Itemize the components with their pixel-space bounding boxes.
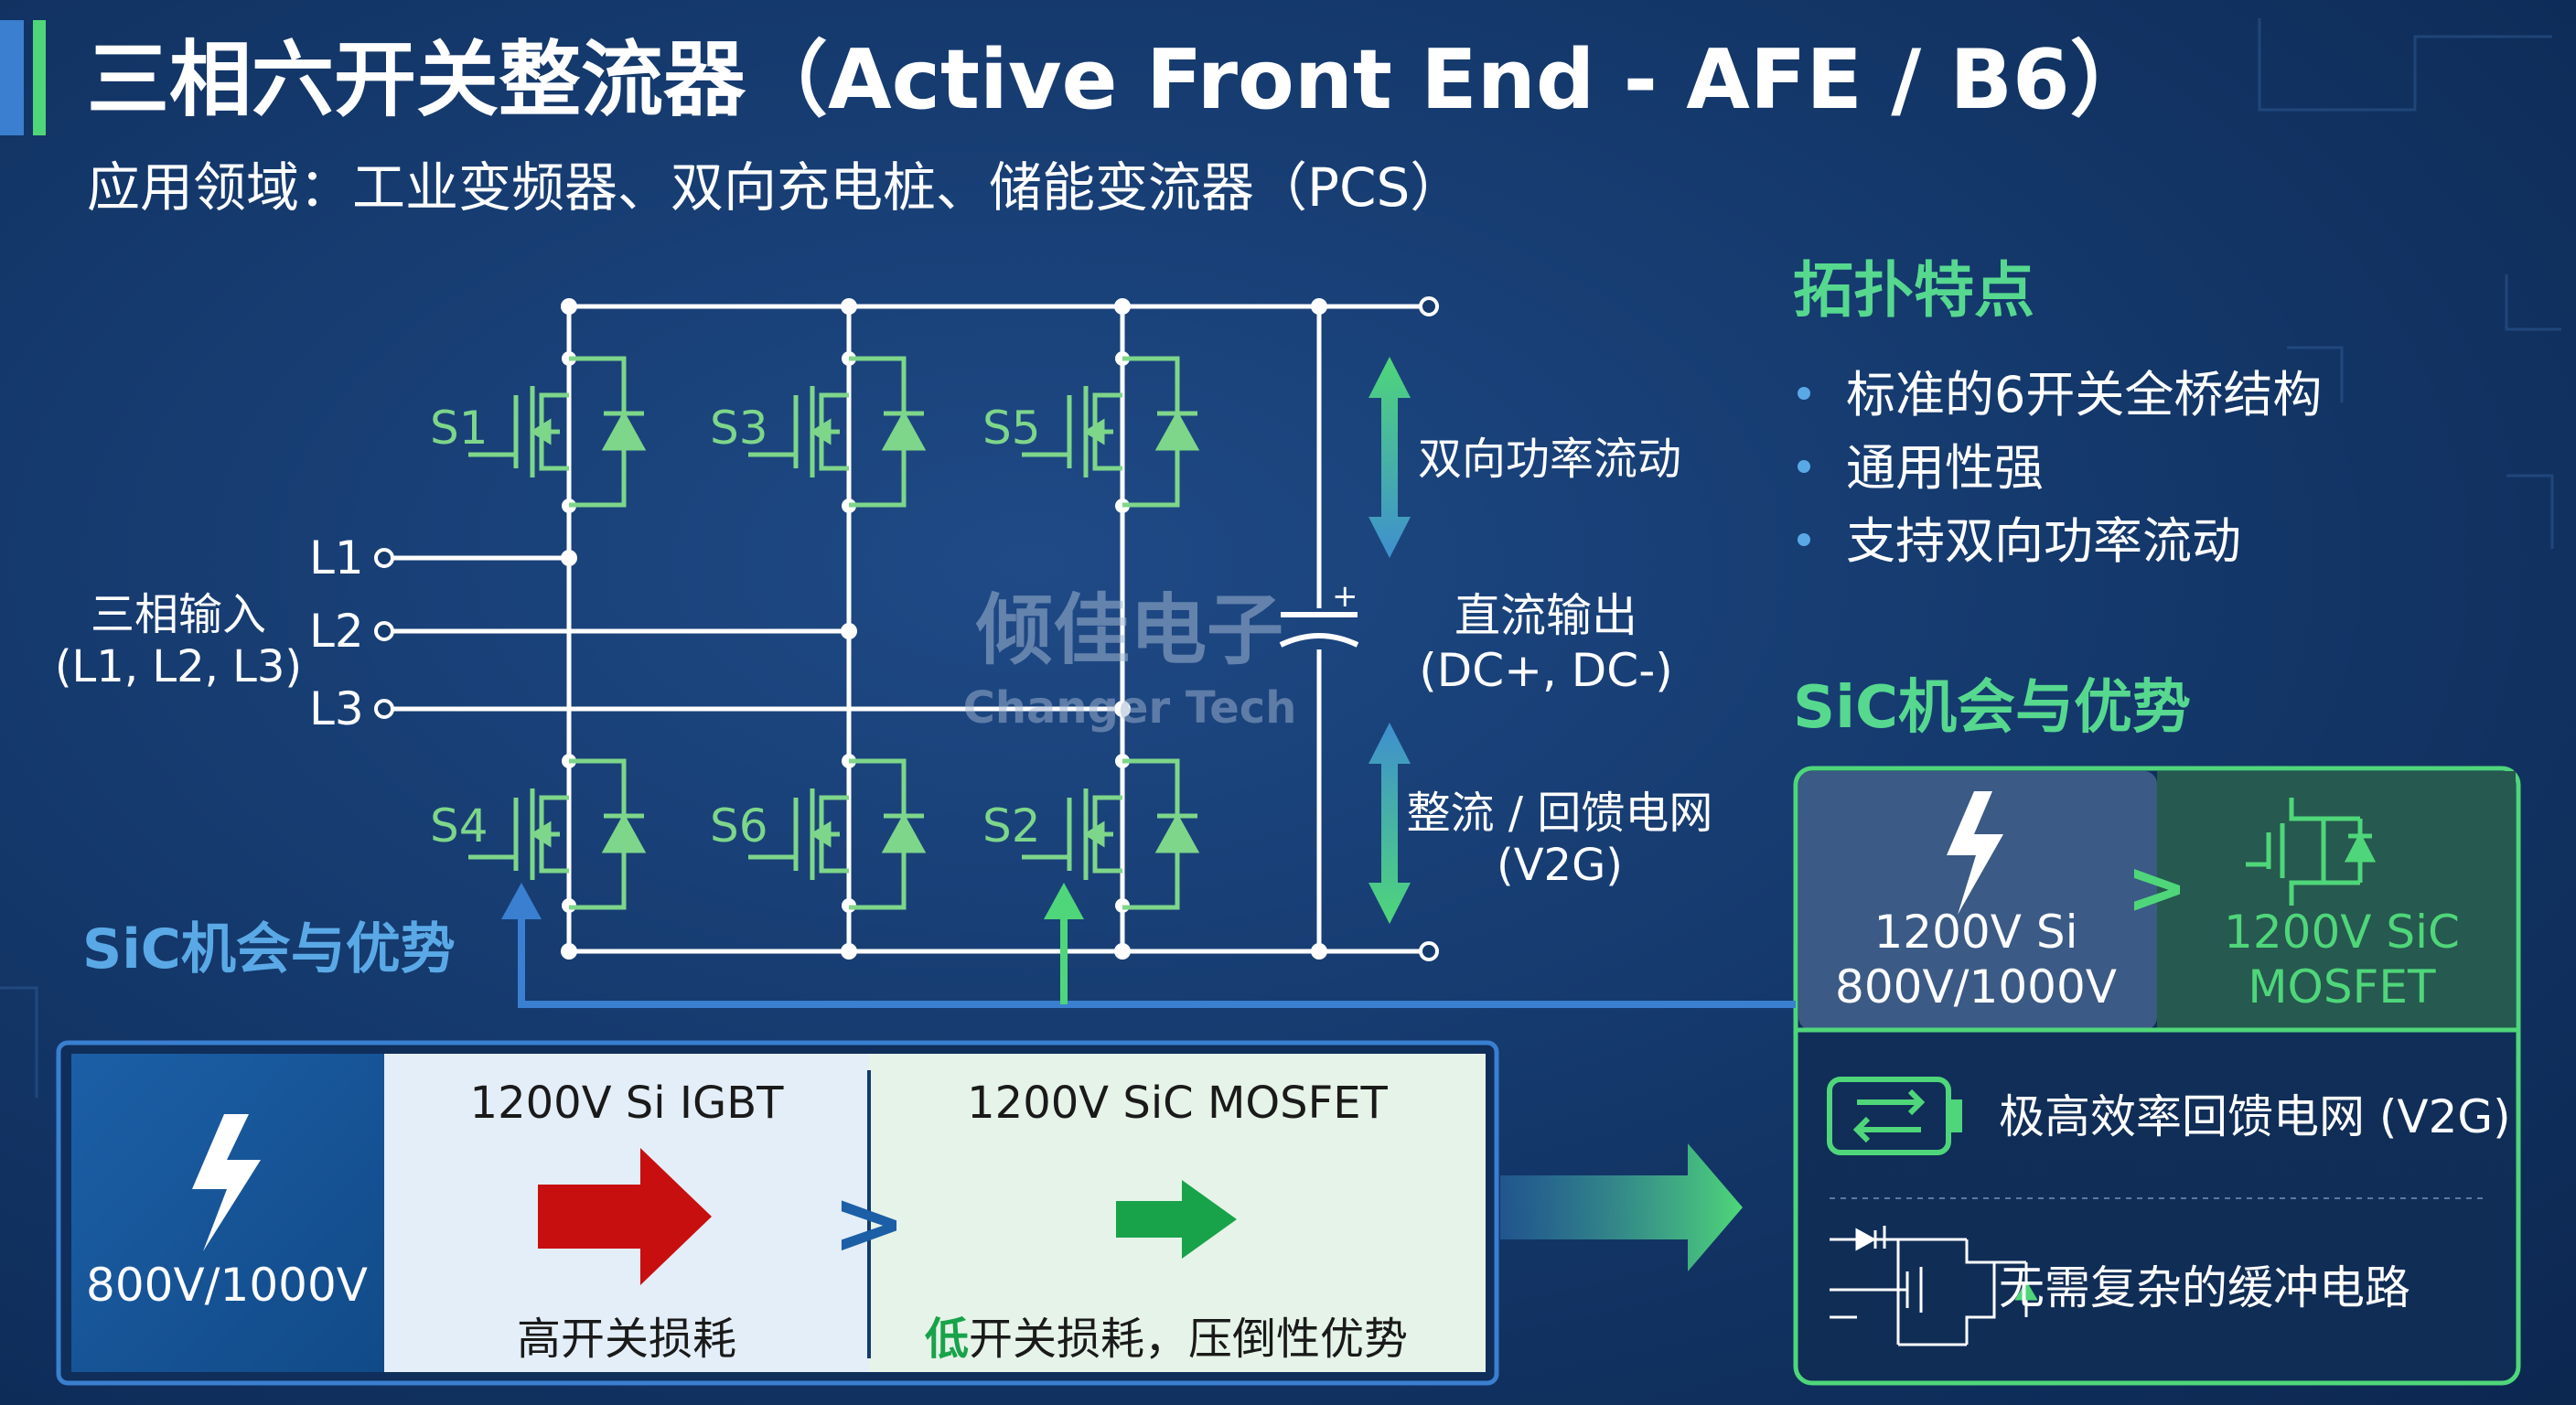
title-accent-bar [0, 20, 24, 135]
sic-bottom-title: SiC机会与优势 [82, 917, 456, 981]
line-label-l2: L2 [309, 605, 364, 658]
mosfet-switch-s4 [468, 758, 647, 910]
dc-plus-terminal [1419, 296, 1439, 316]
output-label: 直流输出 [1454, 589, 1637, 642]
dc-minus-terminal [1419, 941, 1439, 961]
mosfet-switch-s6 [748, 758, 927, 910]
switch-group [468, 356, 1200, 910]
si-label: 1200V Si [1874, 906, 2078, 959]
mosfet-switch-s1 [468, 356, 647, 508]
mosfet-switch-s5 [1022, 356, 1200, 508]
igbt-loss-label: 高开关损耗 [517, 1314, 736, 1365]
l1-terminal [374, 548, 394, 568]
background-lines [0, 18, 2561, 1098]
l3-terminal [374, 699, 394, 719]
switch-label-s5: S5 [982, 402, 1041, 455]
line-label-l3: L3 [309, 682, 364, 735]
feature-item: 支持双向功率流动 [1846, 512, 2241, 570]
output-label-sub: (DC+, DC-) [1419, 644, 1673, 697]
switch-label-s3: S3 [710, 402, 768, 455]
si-voltage-label: 800V/1000V [1835, 960, 2117, 1014]
battery-exchange-icon [1827, 1077, 1962, 1155]
big-flow-arrow [1500, 1143, 1743, 1271]
lightning-icon [1947, 791, 2003, 915]
sic-label: 1200V SiC [2224, 906, 2460, 959]
mosfet-switch-s2 [1022, 758, 1200, 910]
high-loss-arrow [538, 1148, 712, 1285]
page-title: 三相六开关整流器（Active Front End - AFE / B6） [87, 32, 2152, 128]
greater-than-sign: > [2126, 845, 2187, 930]
power-flow-arrow-bottom [1368, 723, 1411, 924]
switch-label-s2: S2 [982, 799, 1041, 853]
capacitor-plus-sign: + [1332, 578, 1358, 615]
power-flow-arrow-top [1368, 357, 1411, 558]
input-label-sub: (L1, L2, L3) [55, 641, 302, 692]
line-label-l1: L1 [309, 531, 364, 585]
greater-than-sign-bottom: > [832, 1172, 906, 1274]
rectify-label: 整流 / 回馈电网 [1407, 788, 1713, 839]
page-subtitle: 应用领域：工业变频器、双向充电桩、储能变流器（PCS） [87, 156, 1463, 219]
snubber-circuit-icon [1830, 1226, 2038, 1346]
mosfet-loss-label: 低开关损耗，压倒性优势 [925, 1314, 1408, 1365]
switch-label-s6: S6 [710, 799, 768, 853]
power-flow-label: 双向功率流动 [1418, 434, 1681, 485]
dc-link-capacitor: + [1279, 578, 1359, 648]
switch-label-s1: S1 [430, 402, 488, 455]
mosfet-label: MOSFET [2248, 960, 2436, 1014]
l2-terminal [374, 621, 394, 641]
mosfet-loss-rest: 开关损耗，压倒性优势 [969, 1314, 1408, 1365]
sic-right-panel [1793, 766, 2521, 1386]
feature-item: 标准的6开关全桥结构 [1846, 366, 2322, 424]
circuit-diagram: S1 S3 S5 S4 S6 S2 L1 L2 L3 三相输入 (L1, L2,… [55, 296, 1713, 961]
mosfet-switch-s3 [748, 356, 927, 508]
mosfet-icon [2246, 798, 2377, 906]
feature-item: 通用性强 [1846, 439, 2044, 497]
lightning-icon [192, 1114, 261, 1251]
watermark-en: Changer Tech [963, 682, 1297, 734]
switch-label-s4: S4 [430, 799, 488, 853]
watermark-cn: 倾佳电子 [975, 585, 1283, 675]
input-label: 三相输入 [91, 589, 266, 640]
low-loss-arrow [1116, 1180, 1237, 1259]
features-title: 拓扑特点 [1793, 255, 2034, 326]
igbt-label: 1200V Si IGBT [470, 1078, 785, 1129]
mosfet-loss-prefix: 低 [925, 1314, 969, 1365]
title-accent-bar-green [33, 20, 46, 135]
connector-arrows [501, 883, 1796, 1008]
mosfet-bottom-label: 1200V SiC MOSFET [967, 1078, 1388, 1129]
rectify-label-sub: (V2G) [1497, 840, 1623, 891]
benefit-no-snubber: 无需复杂的缓冲电路 [1999, 1261, 2410, 1314]
bottom-voltage-label: 800V/1000V [86, 1259, 368, 1312]
features-list: 标准的6开关全桥结构 通用性强 支持双向功率流动 [1798, 366, 2322, 570]
benefit-v2g: 极高效率回馈电网 (V2G) [1999, 1090, 2511, 1143]
sic-right-title: SiC机会与优势 [1793, 674, 2191, 742]
